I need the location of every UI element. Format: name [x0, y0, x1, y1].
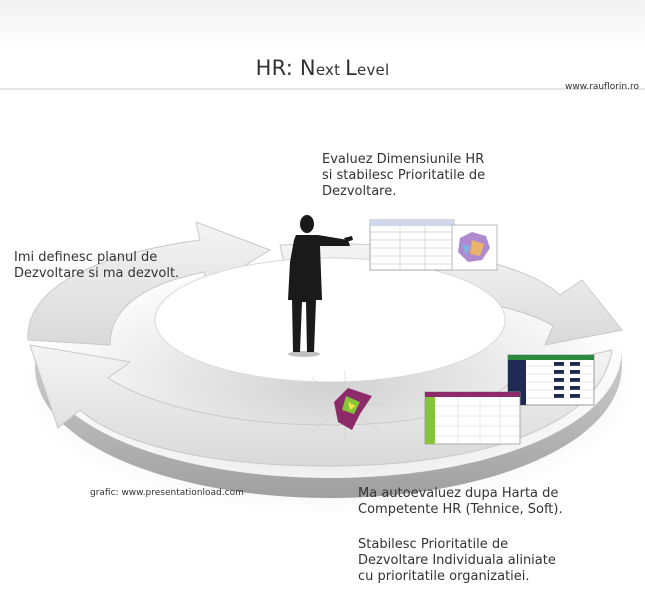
header-band — [0, 0, 645, 52]
graphic-credit: grafic: www.presentationload.com — [90, 488, 244, 498]
table-document — [369, 219, 455, 271]
figure-shadow — [288, 351, 320, 357]
site-url[interactable]: www.rauflorin.ro — [565, 82, 639, 92]
competency-map-document — [424, 391, 521, 445]
radar-chart-thumbnail — [300, 370, 392, 440]
arrow-segment-left — [27, 221, 272, 346]
label-priorities: Stabilesc Prioritatile de Dezvoltare Ind… — [358, 537, 556, 584]
title-divider — [0, 88, 645, 90]
ring-center-edge — [154, 257, 506, 383]
map-document — [451, 224, 498, 271]
label-evaluate: Evaluez Dimensiunile HR si stabilesc Pri… — [322, 152, 486, 199]
page-title: HR: Next Level — [255, 56, 390, 80]
spreadsheet-document — [507, 354, 595, 406]
presenter-figure — [288, 215, 353, 352]
ring-center — [155, 258, 505, 382]
label-self-assess: Ma autoevaluez dupa Harta de Competente … — [358, 486, 563, 517]
label-develop-plan: Imi definesc planul de Dezvoltare si ma … — [14, 250, 180, 281]
